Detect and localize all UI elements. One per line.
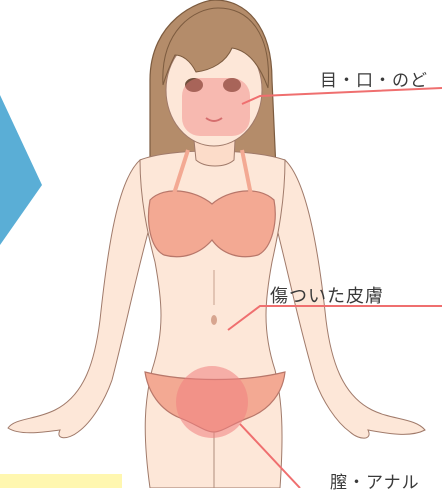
genital-highlight	[176, 366, 248, 438]
blue-arrow-icon	[0, 95, 42, 245]
face-highlight	[182, 78, 250, 136]
left-eye	[185, 78, 203, 92]
yellow-note-strip	[0, 474, 122, 488]
right-arm	[275, 158, 426, 439]
bra-top	[147, 190, 276, 258]
bra-straps	[170, 149, 254, 201]
callout-line-skin	[227, 305, 442, 331]
right-eye	[223, 78, 241, 92]
label-vagina-anus: 膣・アナル	[330, 473, 420, 493]
callout-line-eye	[241, 87, 442, 105]
left-arm	[7, 159, 151, 439]
label-damaged-skin: 傷ついた皮膚	[270, 286, 384, 307]
label-eye-mouth-throat: 目・口・のど	[320, 71, 428, 91]
callout-line-genital	[239, 423, 301, 488]
hair-bangs	[162, 7, 269, 89]
mouth	[205, 117, 223, 122]
navel	[211, 315, 217, 325]
